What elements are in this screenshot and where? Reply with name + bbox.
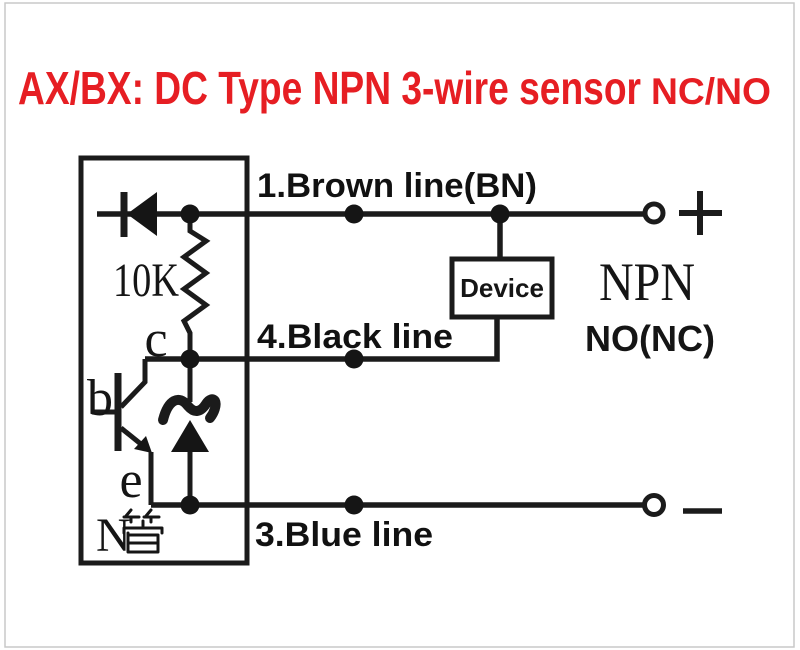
positive-terminal xyxy=(642,191,722,235)
output-transistor-type: NPN xyxy=(599,252,695,312)
image-border xyxy=(4,2,795,648)
collector-label: c xyxy=(144,311,167,368)
resistor-zigzag xyxy=(179,214,211,359)
output-mode-label: NO(NC) xyxy=(585,318,715,359)
resistor-value-label: 10K xyxy=(113,254,179,307)
cjk-tube-character xyxy=(122,508,164,554)
bamboo-radical-left xyxy=(122,508,141,524)
zener-diode xyxy=(158,359,221,505)
junction-dot xyxy=(344,495,364,515)
junction-dot xyxy=(344,204,364,224)
zener-cathode-wave xyxy=(158,394,221,425)
device-box xyxy=(449,256,555,320)
junction-dots xyxy=(180,204,510,515)
negative-terminal-circle xyxy=(642,493,666,517)
zener-triangle xyxy=(171,420,209,452)
diode xyxy=(120,192,157,237)
diode-triangle xyxy=(127,192,157,236)
emitter-label: e xyxy=(119,452,142,509)
page-title-suffix: NC/NO xyxy=(651,71,771,112)
base-label: b xyxy=(87,370,113,427)
transistor-emitter-arrow xyxy=(134,436,152,453)
roof-stroke xyxy=(122,519,164,535)
device-label: Device xyxy=(460,273,544,303)
junction-dot xyxy=(180,204,200,224)
page-title: AX/BX: DC Type NPN 3-wire sensor xyxy=(18,62,641,114)
junction-dot xyxy=(180,495,200,515)
transistor-collector-lead xyxy=(119,359,148,409)
npn-transistor: c b e xyxy=(87,311,168,509)
negative-terminal xyxy=(642,493,722,517)
junction-dot xyxy=(490,204,510,224)
junction-dot xyxy=(180,349,200,369)
black-wire-label: 4.Black line xyxy=(257,318,453,356)
lower-box-strokes xyxy=(126,531,160,554)
black-wire-line xyxy=(145,317,500,362)
positive-terminal-circle xyxy=(642,201,666,225)
blue-wire-label: 3.Blue line xyxy=(255,516,433,554)
bamboo-radical-right xyxy=(142,508,161,524)
brown-wire-label: 1.Brown line(BN) xyxy=(257,167,537,205)
junction-dot xyxy=(344,349,364,369)
